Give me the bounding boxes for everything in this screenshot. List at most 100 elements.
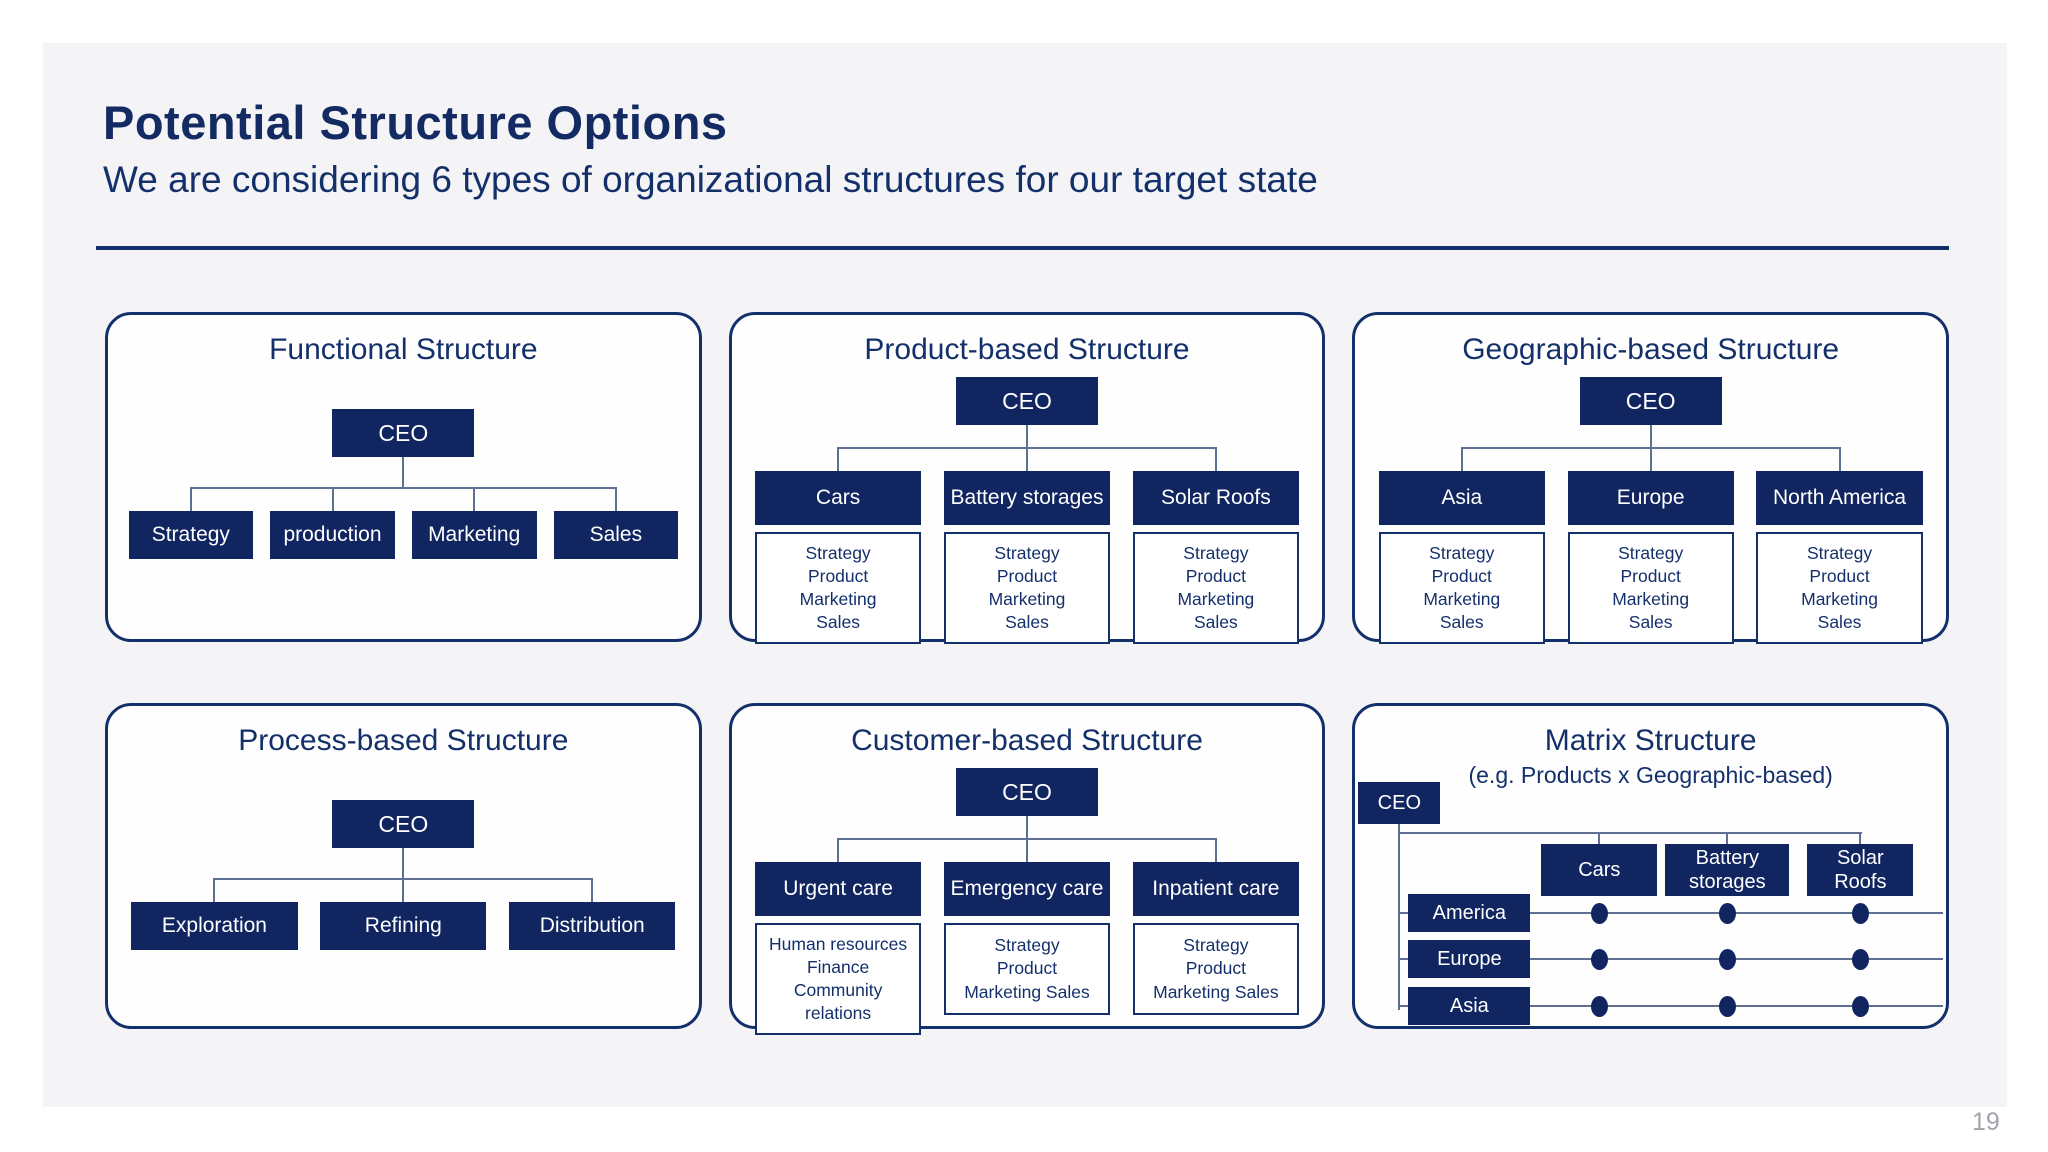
org-subunit-label: Human resources [769, 934, 908, 954]
org-subunit-label: Sales [1817, 612, 1862, 633]
org-subunit-label: Sales [1439, 612, 1484, 633]
org-subunit-label: Sales [1005, 612, 1049, 633]
org-child-node: North America [1756, 471, 1923, 525]
org-subunit-label: Marketing [1177, 589, 1255, 610]
matrix-row-header: Europe [1408, 940, 1531, 978]
connector-stem [402, 848, 405, 878]
org-child-node: Strategy [128, 511, 254, 559]
org-subunit-label: Product [1431, 566, 1492, 587]
org-child: Distribution [497, 878, 687, 950]
org-root-node: CEO [332, 409, 475, 457]
org-child-node: production [270, 511, 395, 559]
org-root-node: CEO [955, 377, 1098, 425]
matrix-intersection-dot [1718, 995, 1736, 1017]
org-subunit-label: Strategy [1618, 543, 1684, 563]
org-child-node: Sales [553, 511, 679, 559]
org-subunit-label: Strategy [805, 543, 871, 563]
org-subunit-label: Product [807, 566, 869, 587]
org-child-node: Marketing [411, 511, 537, 559]
org-subunit-label: Marketing [988, 589, 1066, 610]
matrix-intersection-dot [1851, 948, 1869, 970]
org-child-node: Asia [1378, 471, 1545, 525]
org-subunit-label: Sales [816, 612, 860, 633]
matrix-intersection-dot [1851, 902, 1869, 924]
matrix-intersection-dot [1718, 948, 1736, 970]
matrix-column-header: Battery storages [1665, 844, 1790, 896]
org-subunit-label: Sales [1193, 612, 1238, 633]
org-subunit-label: Marketing [1801, 589, 1878, 610]
org-child-node: Distribution [509, 902, 676, 950]
org-root-node: CEO [1579, 377, 1722, 425]
slide-canvas: Potential Structure Options We are consi… [43, 43, 2007, 1107]
matrix-row-line [1398, 912, 1944, 914]
connector-horizontal-line [1398, 832, 1863, 834]
org-subunit-label: Strategy [1806, 543, 1873, 563]
divider-line [96, 246, 1949, 250]
page-title: Potential Structure Options [103, 96, 728, 149]
org-child: Strategy [120, 487, 262, 559]
connector-vertical-line [1398, 824, 1401, 1010]
org-child: Refining [308, 878, 498, 950]
org-child-node: Exploration [131, 902, 298, 950]
matrix-row-line [1398, 958, 1944, 960]
org-subunit-label: Marketing [799, 589, 877, 610]
org-subunit-label: Marketing [1612, 589, 1690, 610]
org-children: Exploration Refining Distribution [108, 878, 699, 950]
connector-stem [1025, 425, 1028, 447]
org-subunit-label: Product [1620, 566, 1681, 587]
org-child-node: Inpatient care [1132, 862, 1299, 916]
org-child-node: Battery storages [943, 471, 1111, 525]
org-subunit-label: Strategy [994, 935, 1060, 956]
matrix-row-line [1398, 1005, 1944, 1007]
panel-title: Customer-based Structure [851, 724, 1203, 757]
org-subunit-label: Marketing Sales [964, 981, 1090, 1002]
matrix-intersection-dot [1590, 902, 1608, 924]
matrix-column-header: Cars [1541, 844, 1658, 896]
org-root-node: CEO [332, 800, 475, 848]
connector-stem [1649, 425, 1652, 447]
matrix-intersection-dot [1590, 948, 1608, 970]
org-subunit-label: Product [1809, 566, 1870, 587]
matrix-row-header: America [1408, 894, 1531, 932]
org-child-node: Urgent care [754, 862, 922, 916]
org-child-node: Europe [1567, 471, 1734, 525]
org-child-node: Refining [320, 902, 487, 950]
page-number: 19 [1972, 1108, 2000, 1136]
org-root-node: CEO [955, 768, 1098, 816]
connector-column-stub [1598, 833, 1601, 844]
org-child-node: Solar Roofs [1132, 471, 1299, 525]
panel-subtitle: (e.g. Products x Geographic-based) [1468, 762, 1833, 788]
panel-title: Geographic-based Structure [1462, 333, 1840, 366]
org-subunit-label: Product [1185, 958, 1247, 979]
org-subunit-label: Marketing Sales [1153, 981, 1279, 1002]
panel-matrix-structure: Matrix Structure (e.g. Products x Geogra… [1352, 703, 1949, 1029]
page-subtitle: We are considering 6 types of organizati… [103, 159, 1318, 200]
org-subunit-label: Strategy [1183, 935, 1249, 956]
connector-stem [402, 457, 405, 487]
org-child: Marketing [403, 487, 545, 559]
org-chart-process: CEO Exploration Refining Distribution [108, 758, 699, 950]
org-child: production [261, 487, 404, 559]
matrix-row-header: Asia [1408, 987, 1531, 1025]
org-subunit-label: Marketing [1423, 589, 1501, 610]
org-chart-functional: CEO Strategy production Marketing Sales [108, 367, 699, 559]
org-subunit-label: Finance [806, 957, 870, 978]
